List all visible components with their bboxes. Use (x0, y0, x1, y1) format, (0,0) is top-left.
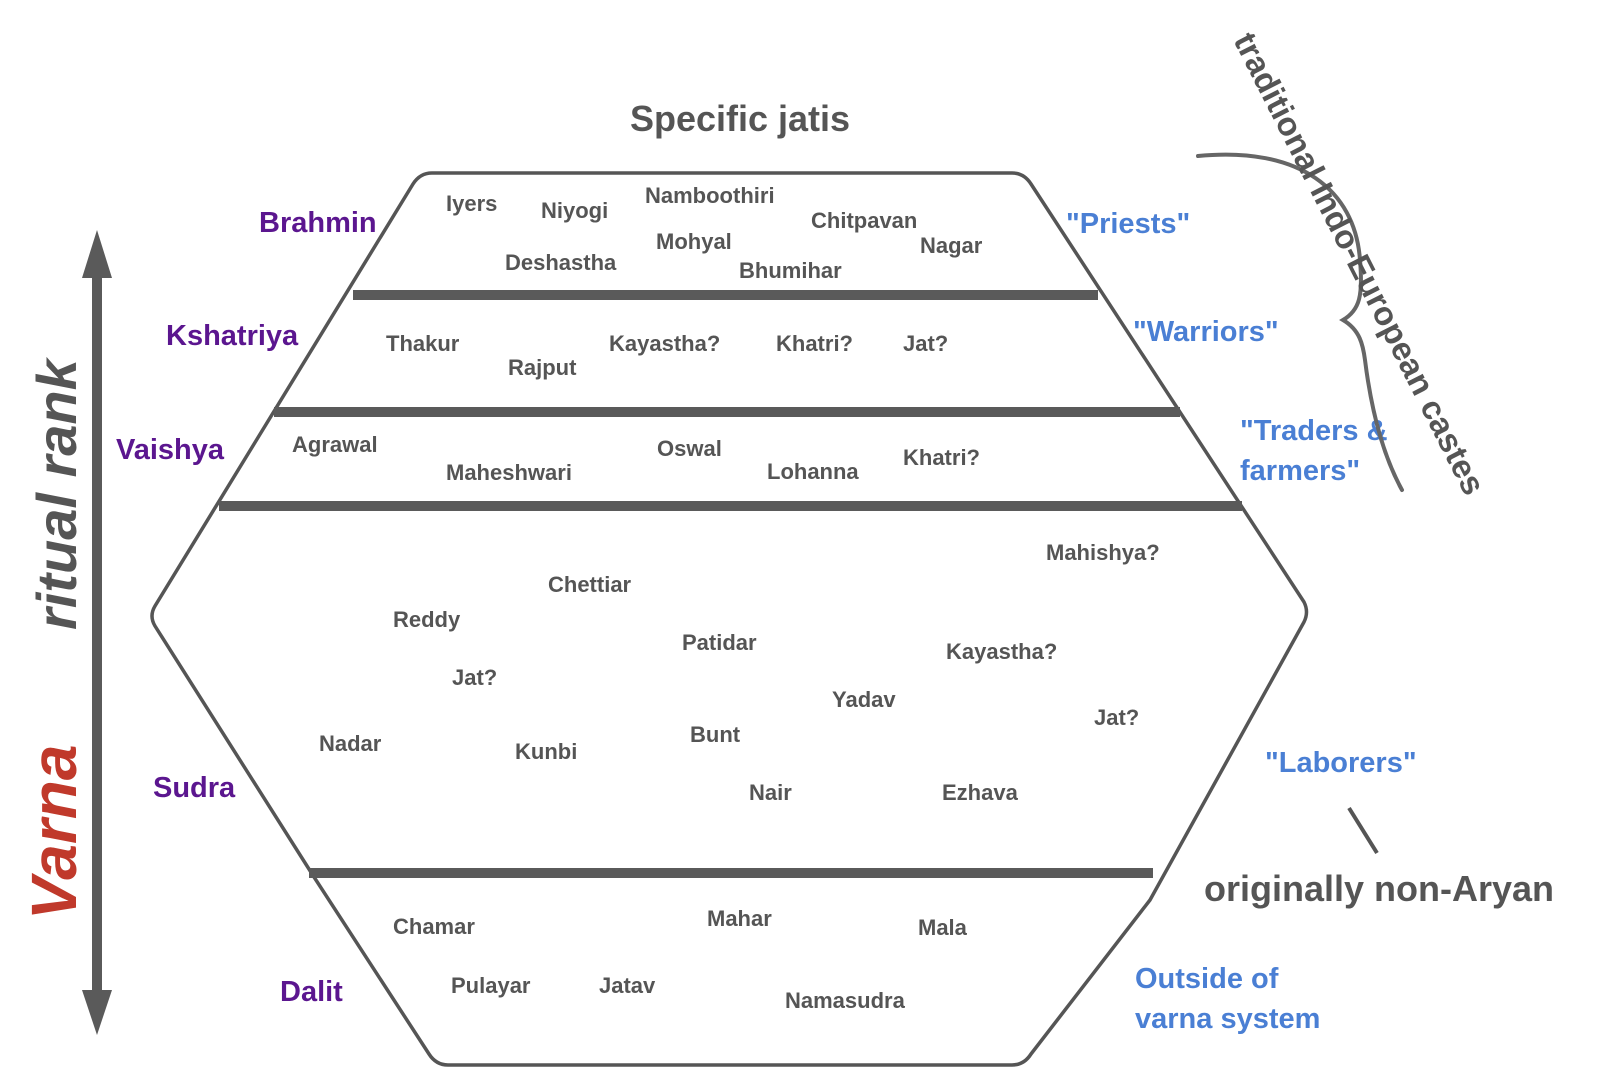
jati-label: Patidar (682, 630, 757, 655)
jati-label: Namasudra (785, 988, 906, 1013)
role-label-warriors: "Warriors" (1133, 316, 1279, 348)
jati-label: Chettiar (548, 572, 632, 597)
varna-name-dalit: Dalit (280, 976, 343, 1008)
jati-label: Khatri? (903, 445, 980, 470)
jati-label: Mohyal (656, 229, 732, 254)
jati-label: Reddy (393, 607, 461, 632)
role-label-laborers: "Laborers" (1265, 747, 1417, 779)
role-label-priests: "Priests" (1066, 208, 1190, 240)
role-label-outside-line1: Outside of (1135, 963, 1279, 995)
varna-name-brahmin: Brahmin (259, 207, 377, 239)
jati-label: Bunt (690, 722, 741, 747)
jati-label: Chamar (393, 914, 475, 939)
role-label-outside-line2: varna system (1135, 1003, 1320, 1035)
jati-label: Deshastha (505, 250, 617, 275)
varna-name-sudra: Sudra (153, 772, 236, 804)
jati-label: Ezhava (942, 780, 1019, 805)
note-originally-non-aryan: originally non-Aryan (1204, 868, 1554, 909)
jati-label: Iyers (446, 191, 497, 216)
jati-label: Khatri? (776, 331, 853, 356)
jati-label: Jat? (452, 665, 497, 690)
axis-label-ritual-rank: ritual rank (25, 356, 88, 630)
jati-label: Jatav (599, 973, 656, 998)
jati-label: Niyogi (541, 198, 608, 223)
jati-label: Bhumihar (739, 258, 842, 283)
jati-label: Maheshwari (446, 460, 572, 485)
jati-label: Jat? (1094, 705, 1139, 730)
jati-label: Nair (749, 780, 792, 805)
indo-european-brace (1196, 152, 1404, 492)
role-label-traders-line2: farmers" (1240, 455, 1360, 487)
jati-label: Nadar (319, 731, 382, 756)
jati-label: Kayastha? (609, 331, 720, 356)
jati-label: Pulayar (451, 973, 531, 998)
jati-label: Thakur (386, 331, 460, 356)
jati-label: Namboothiri (645, 183, 775, 208)
jati-label: Kunbi (515, 739, 577, 764)
role-label-traders-line1: "Traders & (1240, 415, 1388, 447)
jati-label: Lohanna (767, 459, 859, 484)
varna-hexagon-outline (150, 171, 1309, 1067)
diagram-title: Specific jatis (630, 98, 850, 139)
jati-label: Agrawal (292, 432, 378, 457)
jati-label: Nagar (920, 233, 983, 258)
jati-label: Rajput (508, 355, 577, 380)
rank-axis-arrowhead-up (82, 230, 112, 278)
jati-label: Oswal (657, 436, 722, 461)
rank-axis-arrowhead-down (82, 990, 112, 1035)
non-aryan-pointer (1347, 806, 1379, 855)
varna-name-kshatriya: Kshatriya (166, 320, 299, 352)
jati-label: Mala (918, 915, 968, 940)
jati-label: Mahar (707, 906, 772, 931)
jati-label: Jat? (903, 331, 948, 356)
jati-label: Kayastha? (946, 639, 1057, 664)
rank-axis (82, 230, 112, 1035)
jati-label: Chitpavan (811, 208, 917, 233)
jati-label: Mahishya? (1046, 540, 1160, 565)
varna-name-vaishya: Vaishya (116, 434, 225, 466)
jati-label: Yadav (832, 687, 896, 712)
axis-label-varna: Varna (18, 745, 90, 921)
